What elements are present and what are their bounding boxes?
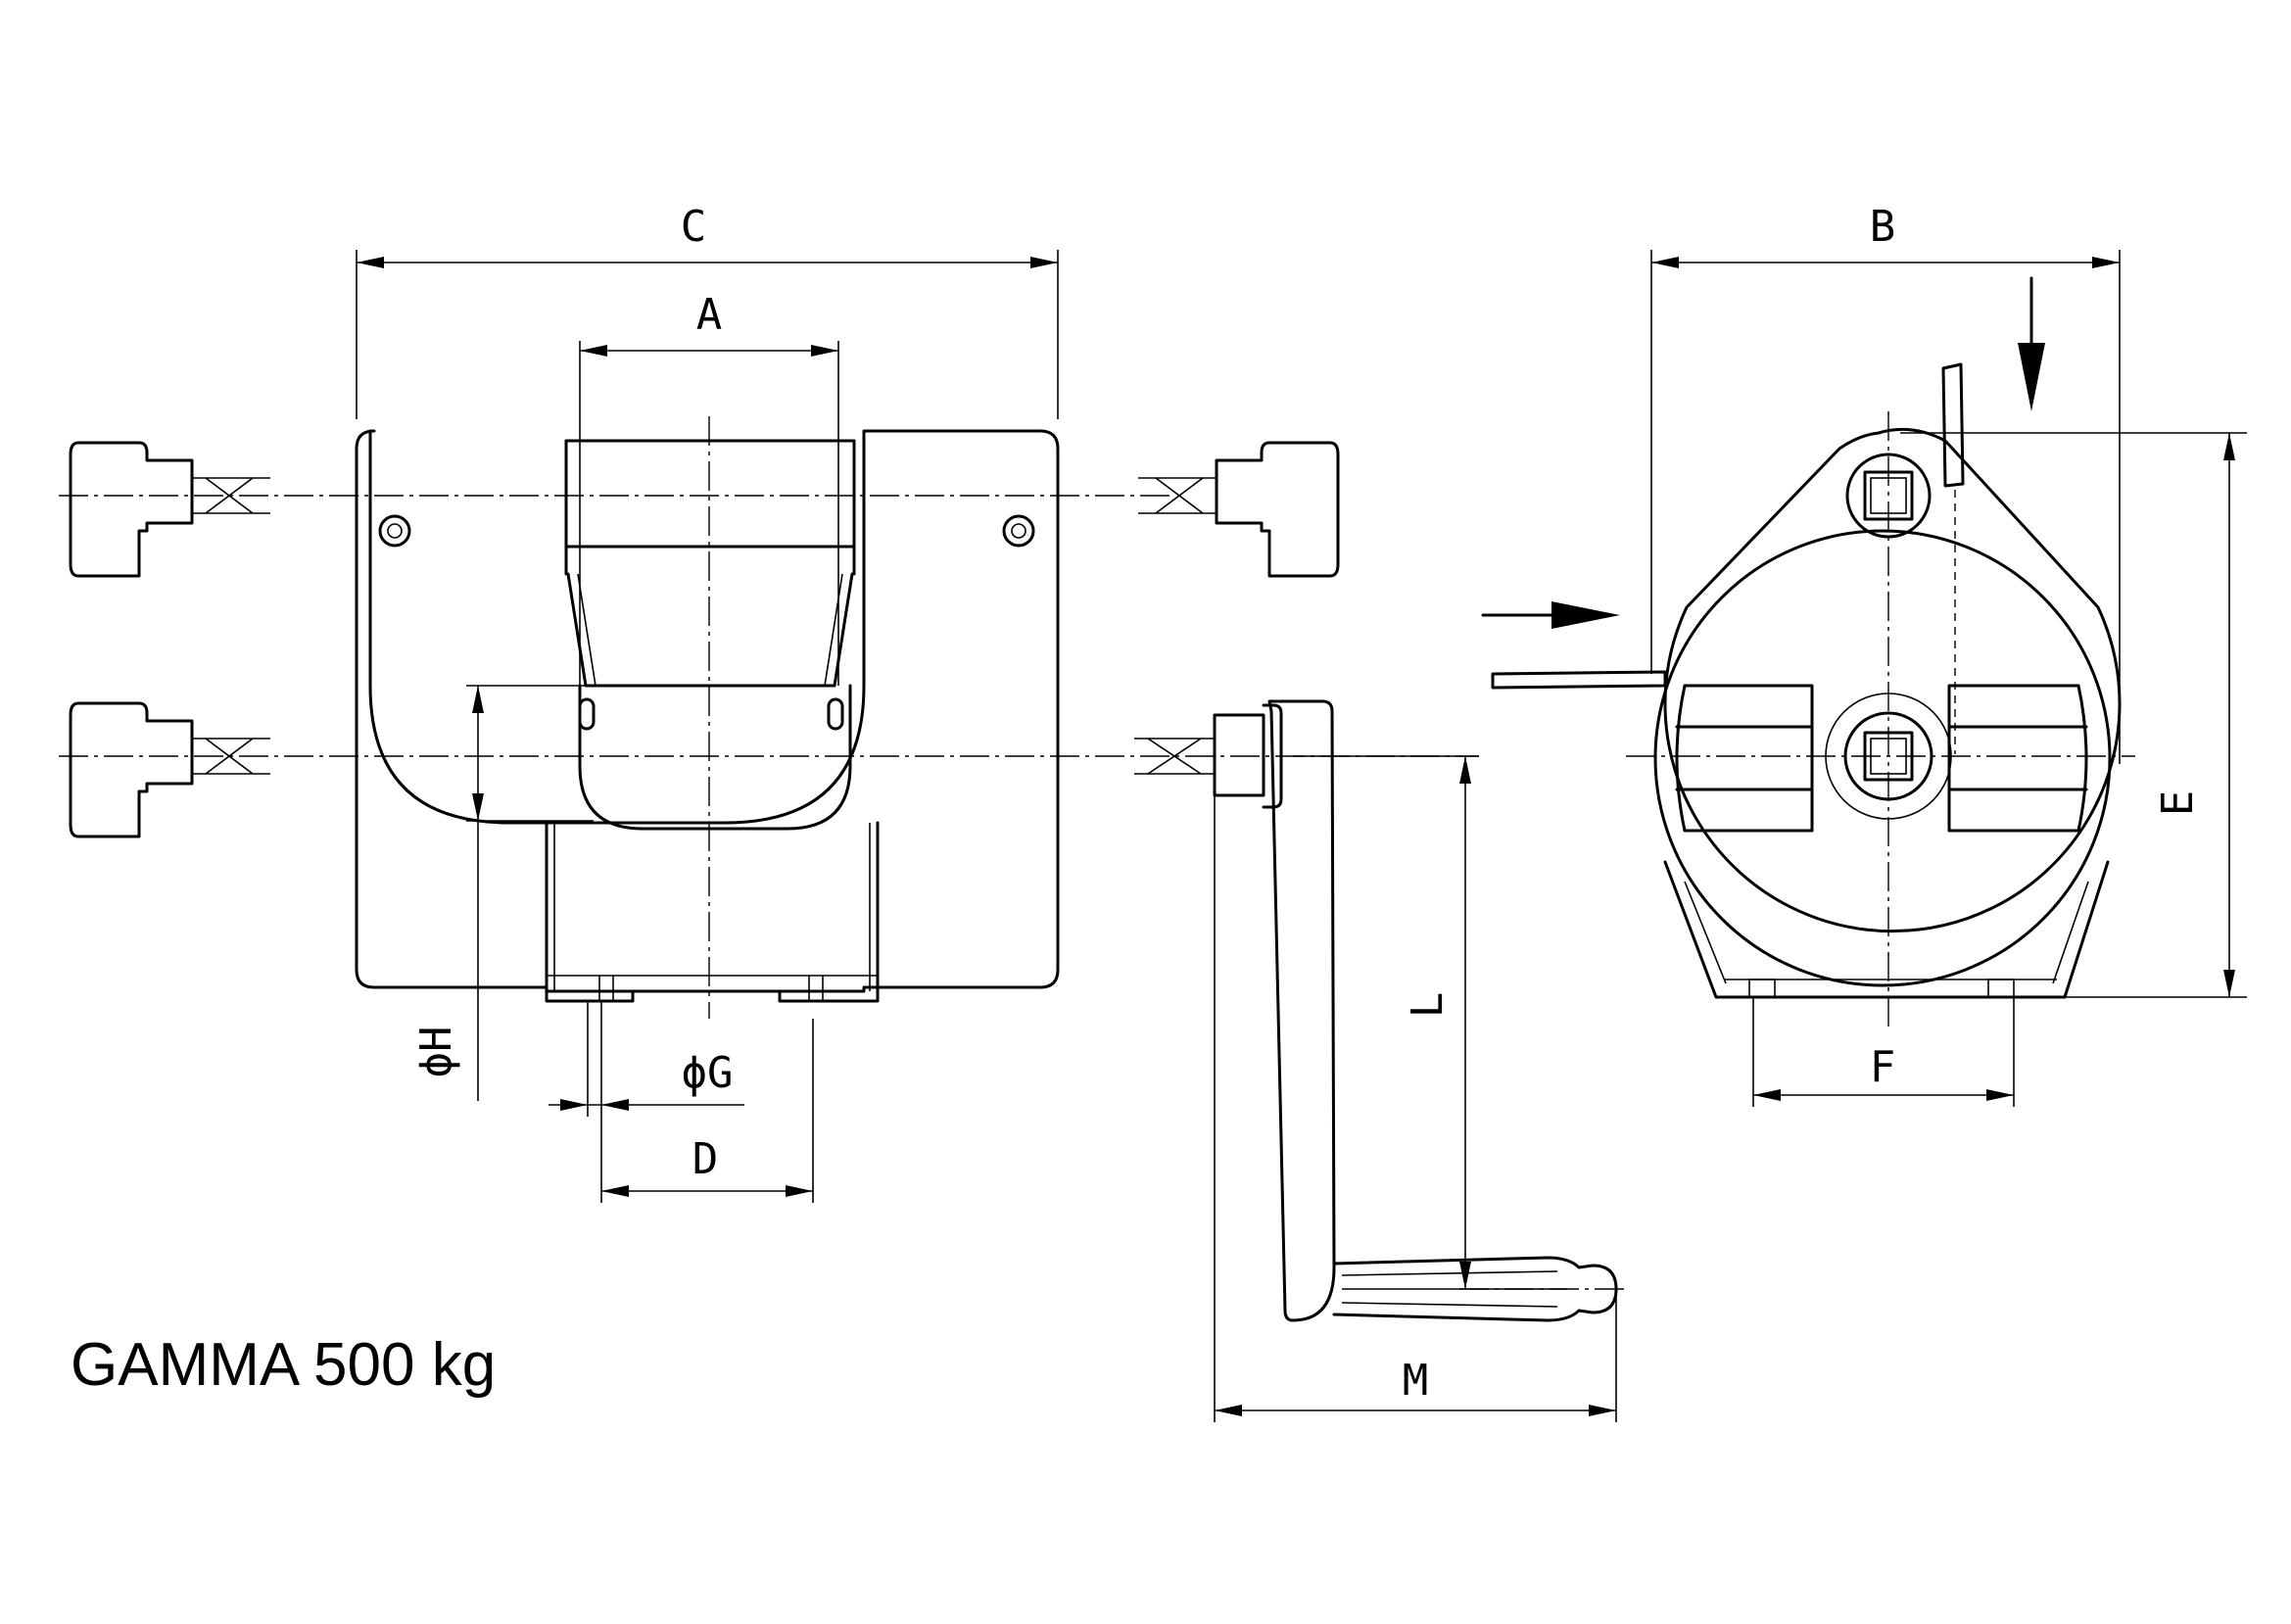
side-housing <box>1663 427 2122 933</box>
label-C: C <box>681 202 707 252</box>
label-H: ϕH <box>411 1027 461 1078</box>
dimension-lines <box>356 250 2247 1422</box>
hub-right-upper <box>1215 441 1340 578</box>
rope-vertical <box>1941 362 1965 488</box>
shaft-hubs <box>69 441 1340 838</box>
label-G: ϕG <box>682 1048 734 1098</box>
side-view <box>1481 276 2135 1028</box>
front-view <box>59 416 1479 1019</box>
rope-horizontal <box>1491 670 1667 690</box>
hub-left-upper <box>69 441 194 578</box>
label-E: E <box>2153 790 2203 817</box>
label-M: M <box>1403 1356 1429 1406</box>
product-title: GAMMA 500 kg <box>71 1331 496 1399</box>
label-F: F <box>1870 1042 1896 1092</box>
label-D: D <box>692 1134 719 1184</box>
front-housing <box>355 429 1060 993</box>
label-A: A <box>696 290 723 340</box>
dimension-labels: C A B E F ϕH ϕG D L M GAMMA 500 kg <box>71 202 2203 1406</box>
label-B: B <box>1870 202 1896 252</box>
hub-left-lower <box>69 701 194 838</box>
crank-handle <box>1134 699 1626 1322</box>
label-L: L <box>1403 992 1453 1019</box>
